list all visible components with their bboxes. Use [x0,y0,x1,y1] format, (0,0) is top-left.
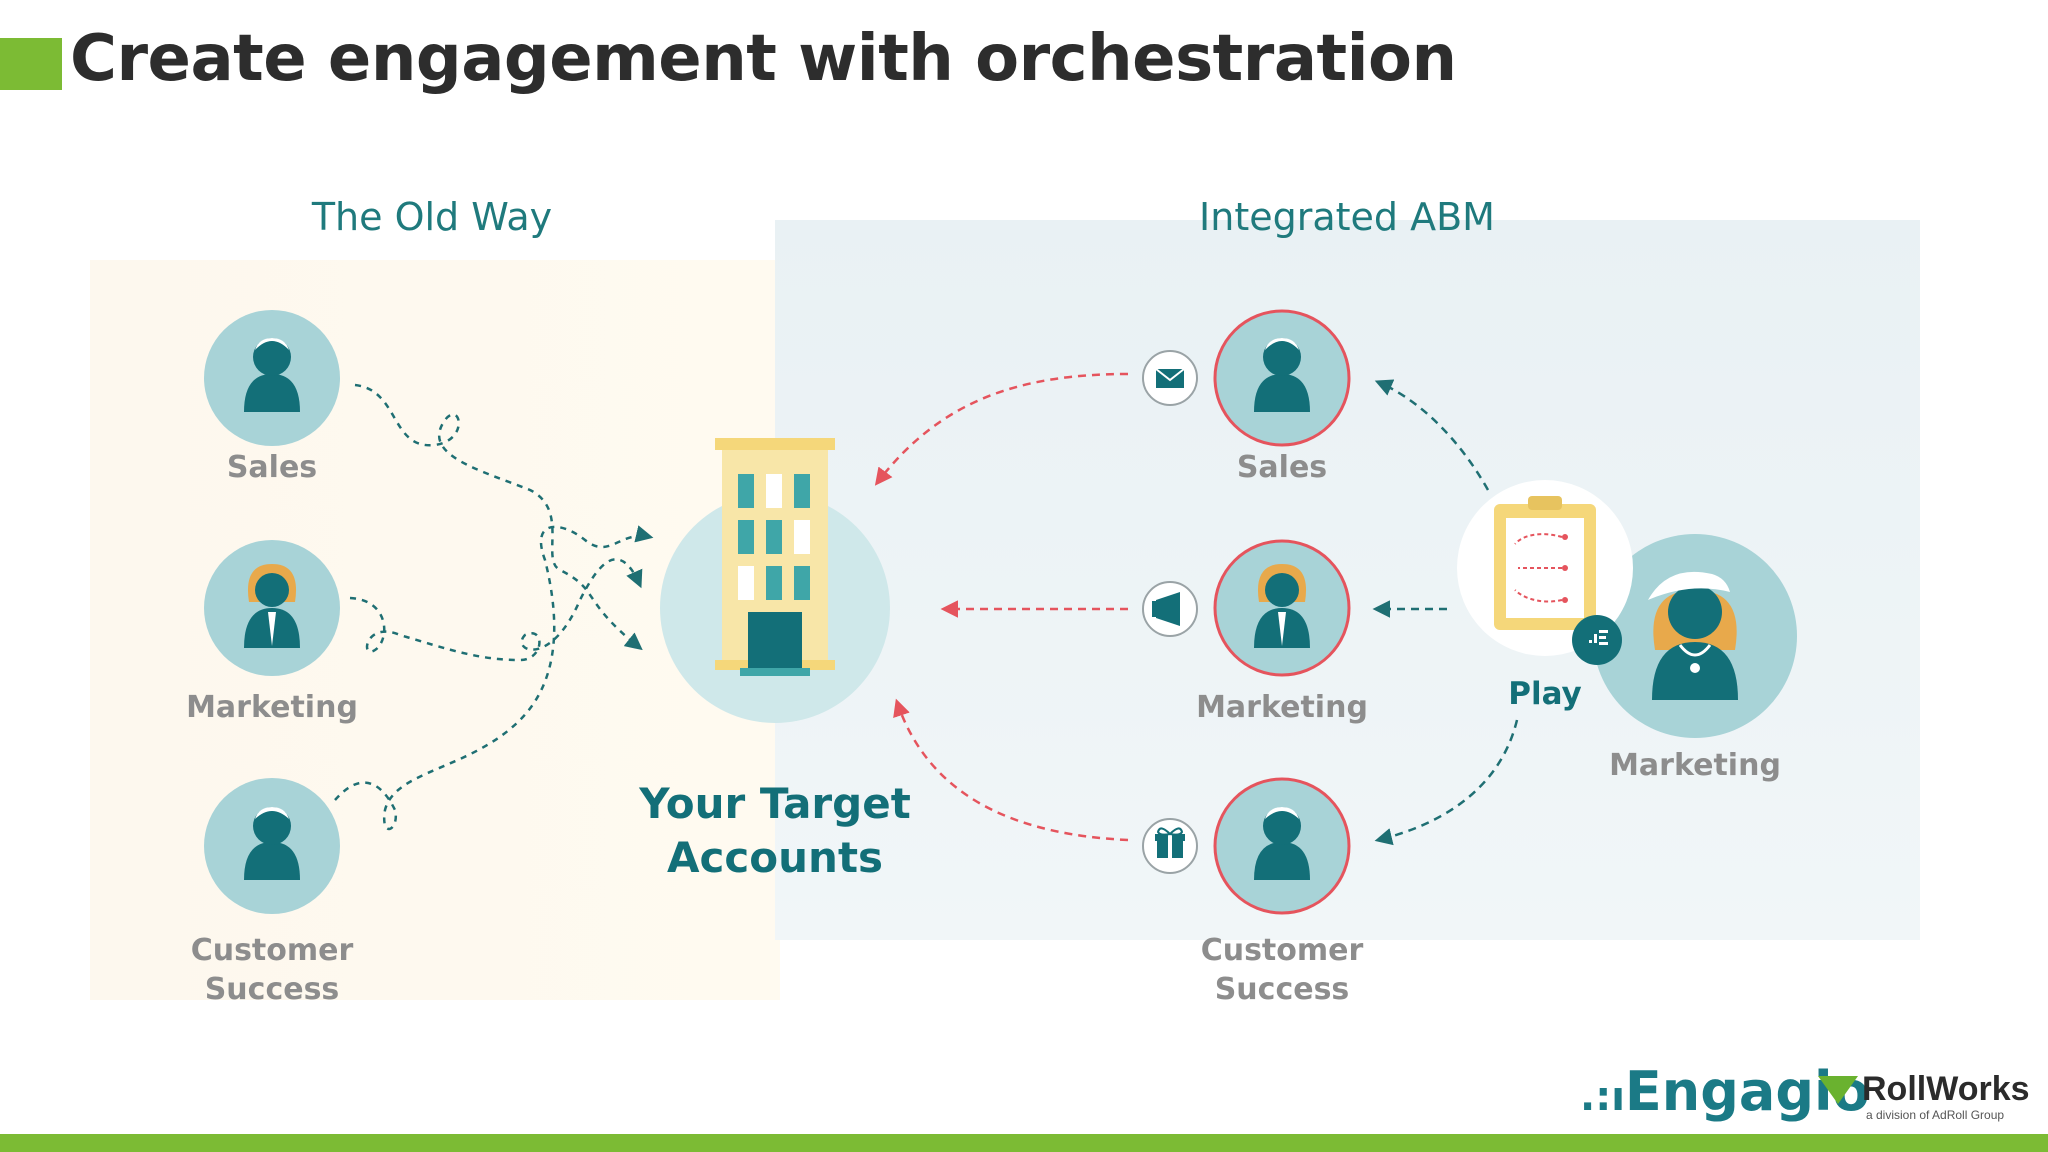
int-cs-label-2: Success [1215,972,1350,1007]
old-cs-label-2: Success [205,972,340,1007]
envelope-icon [1142,350,1198,406]
rollworks-subtitle: a division of AdRoll Group [1866,1108,2005,1122]
target-accounts-label-1: Your Target [638,779,911,828]
bottom-accent-bar [0,1134,2048,1152]
old-marketing-avatar [204,540,340,676]
int-cs-avatar [1213,777,1351,915]
int-sales-label: Sales [1237,450,1327,485]
old-way-heading: The Old Way [311,195,552,239]
int-marketing-label: Marketing [1196,690,1368,725]
play-label: Play [1508,676,1582,712]
rollworks-triangle-icon [1818,1075,1858,1104]
int-cs-label-1: Customer [1201,933,1364,968]
page-title: Create engagement with orchestration [70,22,1457,96]
sales-to-accounts-arrow [874,372,1129,486]
old-cs-label-1: Customer [191,933,354,968]
person-male-icon [1254,338,1310,412]
old-sales-path [354,383,643,651]
orchestrator-label: Marketing [1609,748,1781,783]
old-marketing-label: Marketing [186,690,358,725]
person-male-icon [1254,807,1310,880]
person-male-icon [244,807,300,880]
rollworks-logo-text: RollWorks [1862,1070,2030,1108]
play-to-sales-arrow [1374,379,1490,491]
target-accounts-label-2: Accounts [667,833,883,882]
old-cs-avatar [204,778,340,914]
int-sales-avatar [1213,309,1351,447]
megaphone-icon [1142,581,1198,637]
old-sales-label: Sales [227,450,317,485]
gift-icon [1142,818,1198,874]
play-to-cs-arrow [1374,719,1519,846]
person-female-icon [244,564,300,648]
old-marketing-path [349,558,643,662]
old-sales-avatar [204,310,340,446]
building-icon [660,438,890,723]
orchestrator-avatar [1593,534,1797,738]
engagio-dots-icon: .:ı [1580,1074,1625,1120]
int-marketing-avatar [1213,539,1351,677]
person-female-icon [1254,564,1310,648]
integrated-heading: Integrated ABM [1199,195,1495,239]
title-accent-bar [0,38,62,90]
rollworks-logo: RollWorks [1818,1070,2030,1109]
person-male-icon [244,338,300,412]
person-female-icon [1648,571,1738,700]
play-clipboard-icon [1457,480,1633,665]
